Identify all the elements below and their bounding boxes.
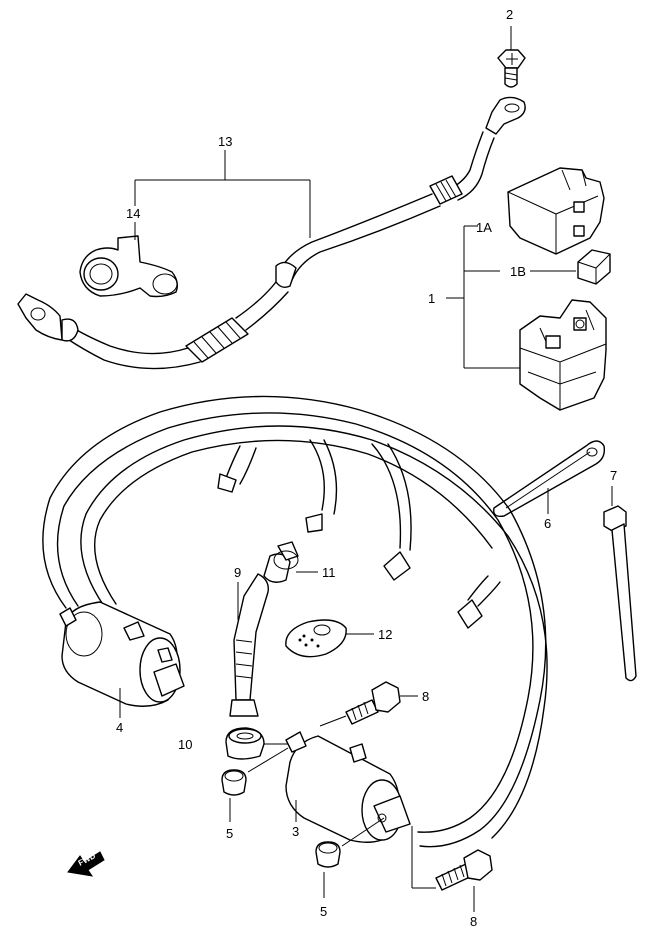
callout-labels: 2 13 14 1A 1B 1 7 6 9 11 12 8 4 10 5 3 5… (116, 7, 617, 929)
starter-relay-cover-1A (507, 167, 605, 255)
bolt-part-8-upper (319, 681, 418, 727)
leader-lines (264, 571, 374, 745)
fwd-arrow-icon: FWD (67, 851, 105, 877)
fuse-part-1B (577, 249, 611, 285)
callout-8-upper: 8 (422, 689, 429, 704)
ignition-coil-part-4 (59, 601, 185, 718)
bolt-part-8-lower (411, 826, 493, 912)
callout-14: 14 (126, 206, 140, 221)
ignition-lead-loops (42, 395, 548, 848)
screw-part-2 (497, 26, 526, 88)
battery-cable-part-13 (17, 96, 526, 370)
callout-8-lower: 8 (470, 914, 477, 929)
callout-4: 4 (116, 720, 123, 735)
boot-part-14 (79, 235, 179, 298)
collar-part-5-lower (315, 841, 341, 898)
cable-tie-part-7 (603, 486, 637, 682)
callout-2: 2 (506, 7, 513, 22)
callout-13: 13 (218, 134, 232, 149)
grommet-part-12 (285, 619, 347, 658)
bracket-13-14 (134, 150, 311, 240)
collar-part-5-upper (221, 769, 247, 822)
ignition-coil-part-3 (247, 731, 411, 847)
callout-11: 11 (322, 565, 336, 580)
callout-5-upper: 5 (226, 826, 233, 841)
callout-12: 12 (378, 627, 392, 642)
plug-cap-part-9 (229, 541, 299, 717)
callout-6: 6 (544, 516, 551, 531)
callout-3: 3 (292, 824, 299, 839)
callout-1B: 1B (510, 264, 526, 279)
seal-part-10 (225, 727, 265, 760)
bracket-1 (446, 225, 576, 369)
cap-part-11 (273, 550, 299, 570)
clamp-part-6 (493, 440, 606, 518)
callout-5-lower: 5 (320, 904, 327, 919)
callout-10: 10 (178, 737, 192, 752)
callout-7: 7 (610, 468, 617, 483)
starter-relay-body (519, 299, 607, 411)
callout-1A: 1A (476, 220, 492, 235)
callout-9: 9 (234, 565, 241, 580)
callout-1: 1 (428, 291, 435, 306)
